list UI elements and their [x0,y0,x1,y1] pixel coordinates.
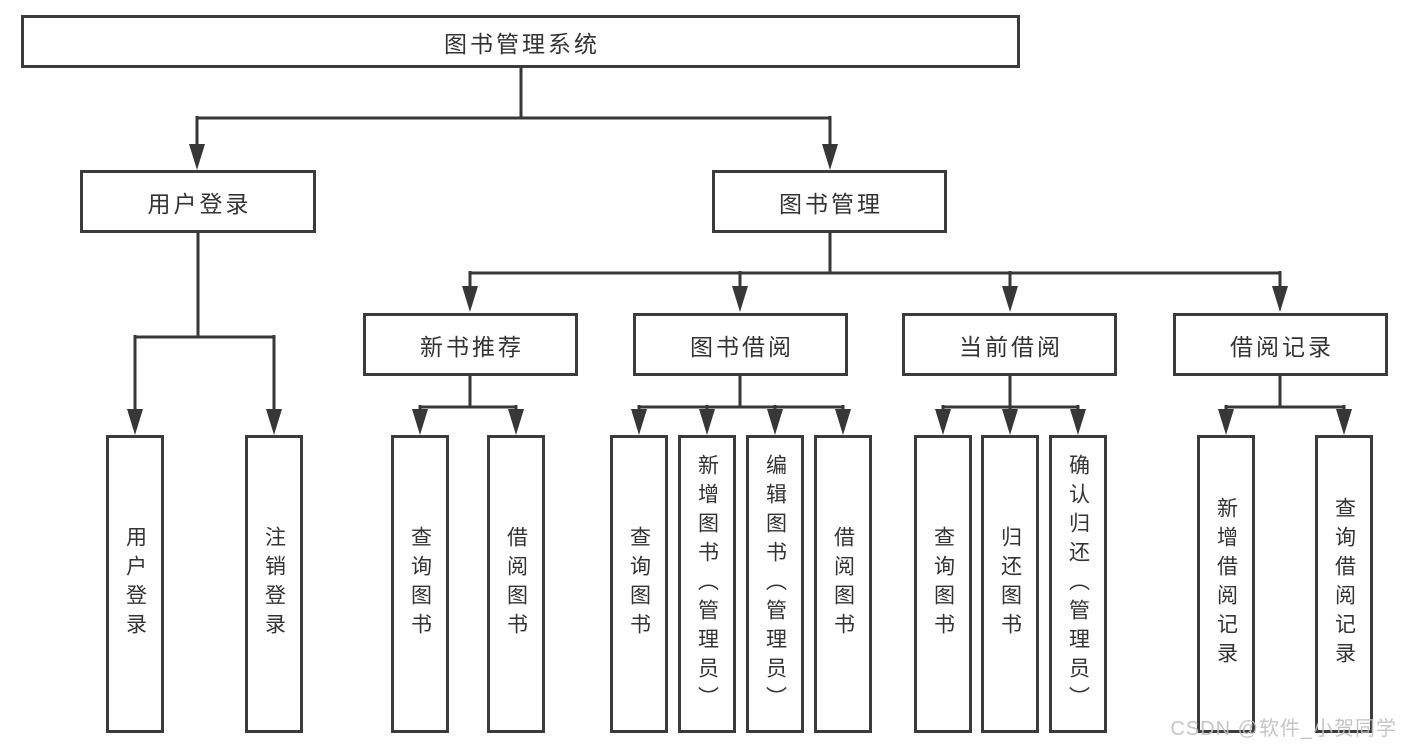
node-borrow-records: 借阅记录 [1173,313,1388,376]
connector-book-borrow [631,374,851,435]
node-library-mgmt-system: 图书管理系统 [21,15,1020,68]
node-user-login: 用户登录 [80,170,316,233]
leaf-confirm-return-admin: 确认归还（管理员） [1049,435,1107,733]
node-book-mgmt: 图书管理 [712,170,947,233]
leaf-logout: 注销登录 [245,435,303,733]
leaf-query-books-borrow: 查询图书 [610,435,668,733]
leaf-query-books-rec: 查询图书 [391,435,449,733]
leaf-query-borrow-record-label: 查询借阅记录 [1332,497,1356,671]
node-current-borrow: 当前借阅 [902,313,1117,376]
leaf-borrow-books-label: 借阅图书 [831,526,855,642]
leaf-edit-book-admin: 编辑图书（管理员） [746,435,804,733]
leaf-query-books-current-label: 查询图书 [931,526,955,642]
leaf-user-login-label: 用户登录 [123,526,147,642]
leaf-borrow-books: 借阅图书 [814,435,872,733]
leaf-query-books-borrow-label: 查询图书 [627,526,651,642]
node-new-book-rec: 新书推荐 [363,313,578,376]
leaf-edit-book-admin-label: 编辑图书（管理员） [763,453,787,715]
connector-user-login [127,232,282,435]
leaf-borrow-books-rec-label: 借阅图书 [504,526,528,642]
connector-book-mgmt [462,232,1288,312]
leaf-return-book: 归还图书 [981,435,1039,733]
csdn-watermark: CSDN @软件_小贺同学 [1170,718,1397,740]
leaf-add-borrow-record-label: 新增借阅记录 [1214,497,1238,671]
leaf-borrow-books-rec: 借阅图书 [487,435,545,733]
connector-borrow-records [1218,374,1352,435]
leaf-confirm-return-admin-label: 确认归还（管理员） [1066,453,1090,715]
leaf-query-borrow-record: 查询借阅记录 [1315,435,1373,733]
leaf-logout-label: 注销登录 [262,526,286,642]
connector-current-borrow [935,374,1086,435]
leaf-add-book-admin: 新增图书（管理员） [678,435,736,733]
leaf-return-book-label: 归还图书 [998,526,1022,642]
connector-new-book-rec [412,374,524,435]
leaf-add-borrow-record: 新增借阅记录 [1197,435,1255,733]
leaf-user-login: 用户登录 [106,435,164,733]
leaf-query-books-rec-label: 查询图书 [408,526,432,642]
connector-root [189,67,838,170]
leaf-add-book-admin-label: 新增图书（管理员） [695,453,719,715]
node-book-borrow: 图书借阅 [633,313,848,376]
leaf-query-books-current: 查询图书 [914,435,972,733]
